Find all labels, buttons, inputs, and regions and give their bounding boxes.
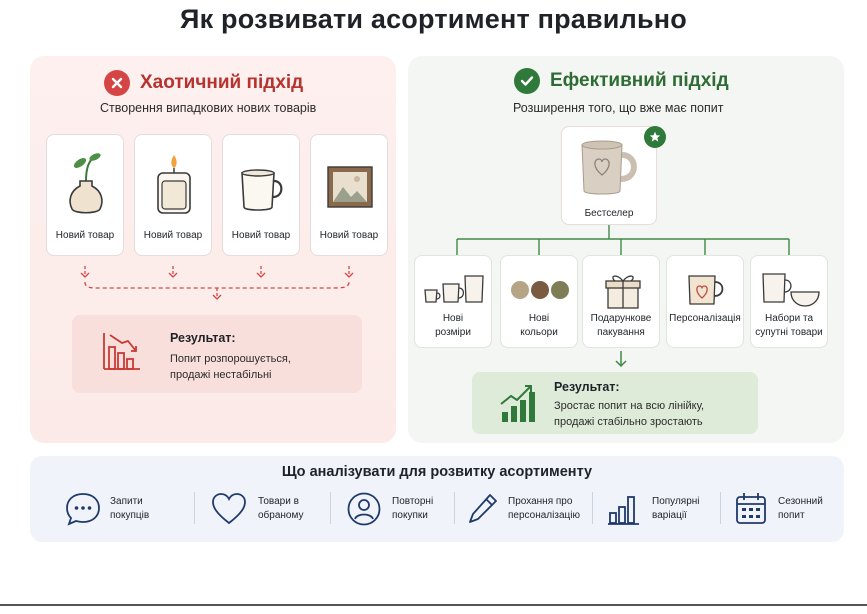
- new-product-label: Новий товар: [55, 230, 115, 241]
- analysis-item: Повторні покупки: [346, 491, 433, 527]
- sets-label-1: Набори та: [764, 313, 814, 324]
- new-product-label: Новий товар: [143, 230, 203, 241]
- chaotic-result-line-2: продажі нестабільні: [170, 369, 272, 381]
- new-product-card: Новий товар: [310, 134, 388, 256]
- divider: [194, 492, 195, 524]
- effective-approach-panel: Ефективний підхід Розширення того, що вж…: [408, 56, 844, 443]
- analysis-title: Що аналізувати для розвитку асортименту: [281, 464, 593, 480]
- analysis-item-line-2: персоналізацію: [508, 510, 580, 521]
- effective-result-box: Результат: Зростає попит на всю лінійку,…: [472, 372, 758, 434]
- analysis-item: Прохання про персоналізацію: [466, 491, 580, 527]
- gift-packaging-card: Подарункове пакування: [582, 255, 660, 348]
- new-product-label: Новий товар: [231, 230, 291, 241]
- analysis-item-line-2: покупки: [392, 510, 428, 521]
- new-product-card: Новий товар: [134, 134, 212, 256]
- chaotic-header: Хаотичний підхід: [104, 70, 303, 96]
- analysis-item-line-1: Запити: [110, 496, 143, 507]
- analysis-item-line-1: Сезонний: [778, 496, 823, 507]
- calendar-icon: [736, 493, 766, 524]
- mug-icon: [241, 169, 283, 211]
- color-dots-icon: [511, 281, 569, 299]
- analysis-item-line-2: попит: [778, 510, 805, 521]
- down-arrow-icon: [615, 351, 627, 368]
- gift-packaging-label-2: пакування: [597, 327, 645, 338]
- page-title: Як розвивати асортимент правильно: [180, 4, 687, 34]
- bestseller-label: Бестселер: [584, 208, 634, 219]
- expansion-connector: [456, 225, 790, 255]
- analysis-item: Популярні варіації: [606, 491, 700, 527]
- divider: [330, 492, 331, 524]
- gift-icon: [605, 275, 641, 309]
- new-sizes-label-2: розміри: [435, 327, 471, 338]
- close-icon: [104, 70, 130, 96]
- bottom-rule: [0, 604, 867, 606]
- candle-icon: [157, 155, 191, 214]
- personalization-label: Персоналізація: [669, 313, 741, 324]
- effective-result-line-2: продажі стабільно зростають: [554, 416, 703, 428]
- new-colors-card: Нові кольори: [500, 255, 578, 348]
- new-colors-label-2: кольори: [520, 327, 558, 338]
- divider: [720, 492, 721, 524]
- user-icon: [347, 492, 381, 526]
- effective-header-text: Ефективний підхід: [550, 70, 729, 91]
- mug-sizes-icon: [424, 275, 484, 303]
- divider: [454, 492, 455, 524]
- picture-icon: [327, 166, 373, 208]
- heart-mug-icon: [688, 275, 724, 305]
- declining-chart-icon: [103, 333, 140, 370]
- chat-icon: [66, 493, 100, 526]
- analysis-item-line-1: Прохання про: [508, 496, 573, 507]
- chaotic-result-box: Результат: Попит розпорошується, продажі…: [72, 315, 362, 393]
- sets-card: Набори та супутні товари: [750, 255, 828, 348]
- analysis-item-line-2: покупців: [110, 510, 150, 521]
- bestseller-card: Бестселер: [561, 126, 657, 225]
- pencil-icon: [469, 494, 497, 523]
- new-sizes-label-1: Нові: [442, 313, 464, 324]
- chaotic-subtitle: Створення випадкових нових товарів: [100, 101, 317, 115]
- bestseller-mug-icon: [581, 140, 637, 195]
- gift-packaging-label-1: Подарункове: [590, 313, 652, 324]
- check-icon: [514, 68, 540, 94]
- analysis-section: Що аналізувати для розвитку асортименту …: [30, 456, 844, 542]
- new-colors-label-1: Нові: [528, 313, 550, 324]
- new-product-card: Новий товар: [46, 134, 124, 256]
- analysis-item: Товари в обраному: [210, 491, 303, 527]
- mug-bowl-icon: [762, 273, 820, 307]
- effective-subtitle: Розширення того, що вже має попит: [513, 101, 724, 115]
- analysis-item-line-1: Товари в: [258, 496, 299, 507]
- scattered-arrows: [80, 266, 354, 300]
- chaotic-header-text: Хаотичний підхід: [140, 72, 304, 93]
- new-sizes-card: Нові розміри: [414, 255, 492, 348]
- sets-label-2: супутні товари: [755, 327, 823, 338]
- star-icon: [644, 126, 666, 148]
- personalization-card: Персоналізація: [666, 255, 744, 348]
- growth-chart-icon: [500, 385, 535, 422]
- bar-chart-icon: [608, 496, 639, 525]
- new-product-label: Новий товар: [319, 230, 379, 241]
- analysis-item: Сезонний попит: [734, 491, 823, 527]
- chaotic-approach-panel: Хаотичний підхід Створення випадкових но…: [30, 56, 396, 443]
- effective-result-title: Результат:: [554, 380, 620, 394]
- analysis-item-line-1: Популярні: [652, 496, 700, 507]
- analysis-item-line-1: Повторні: [392, 496, 434, 507]
- divider: [592, 492, 593, 524]
- vase-icon: [69, 153, 103, 214]
- analysis-item-line-2: варіації: [652, 510, 687, 521]
- chaotic-result-title: Результат:: [170, 331, 236, 345]
- new-product-card: Новий товар: [222, 134, 300, 256]
- analysis-item: Запити покупців: [64, 491, 149, 527]
- chaotic-result-line-1: Попит розпорошується,: [170, 353, 291, 365]
- heart-icon: [212, 493, 246, 525]
- effective-header: Ефективний підхід: [514, 68, 729, 94]
- analysis-item-line-2: обраному: [258, 510, 304, 521]
- effective-result-line-1: Зростає попит на всю лінійку,: [554, 400, 705, 412]
